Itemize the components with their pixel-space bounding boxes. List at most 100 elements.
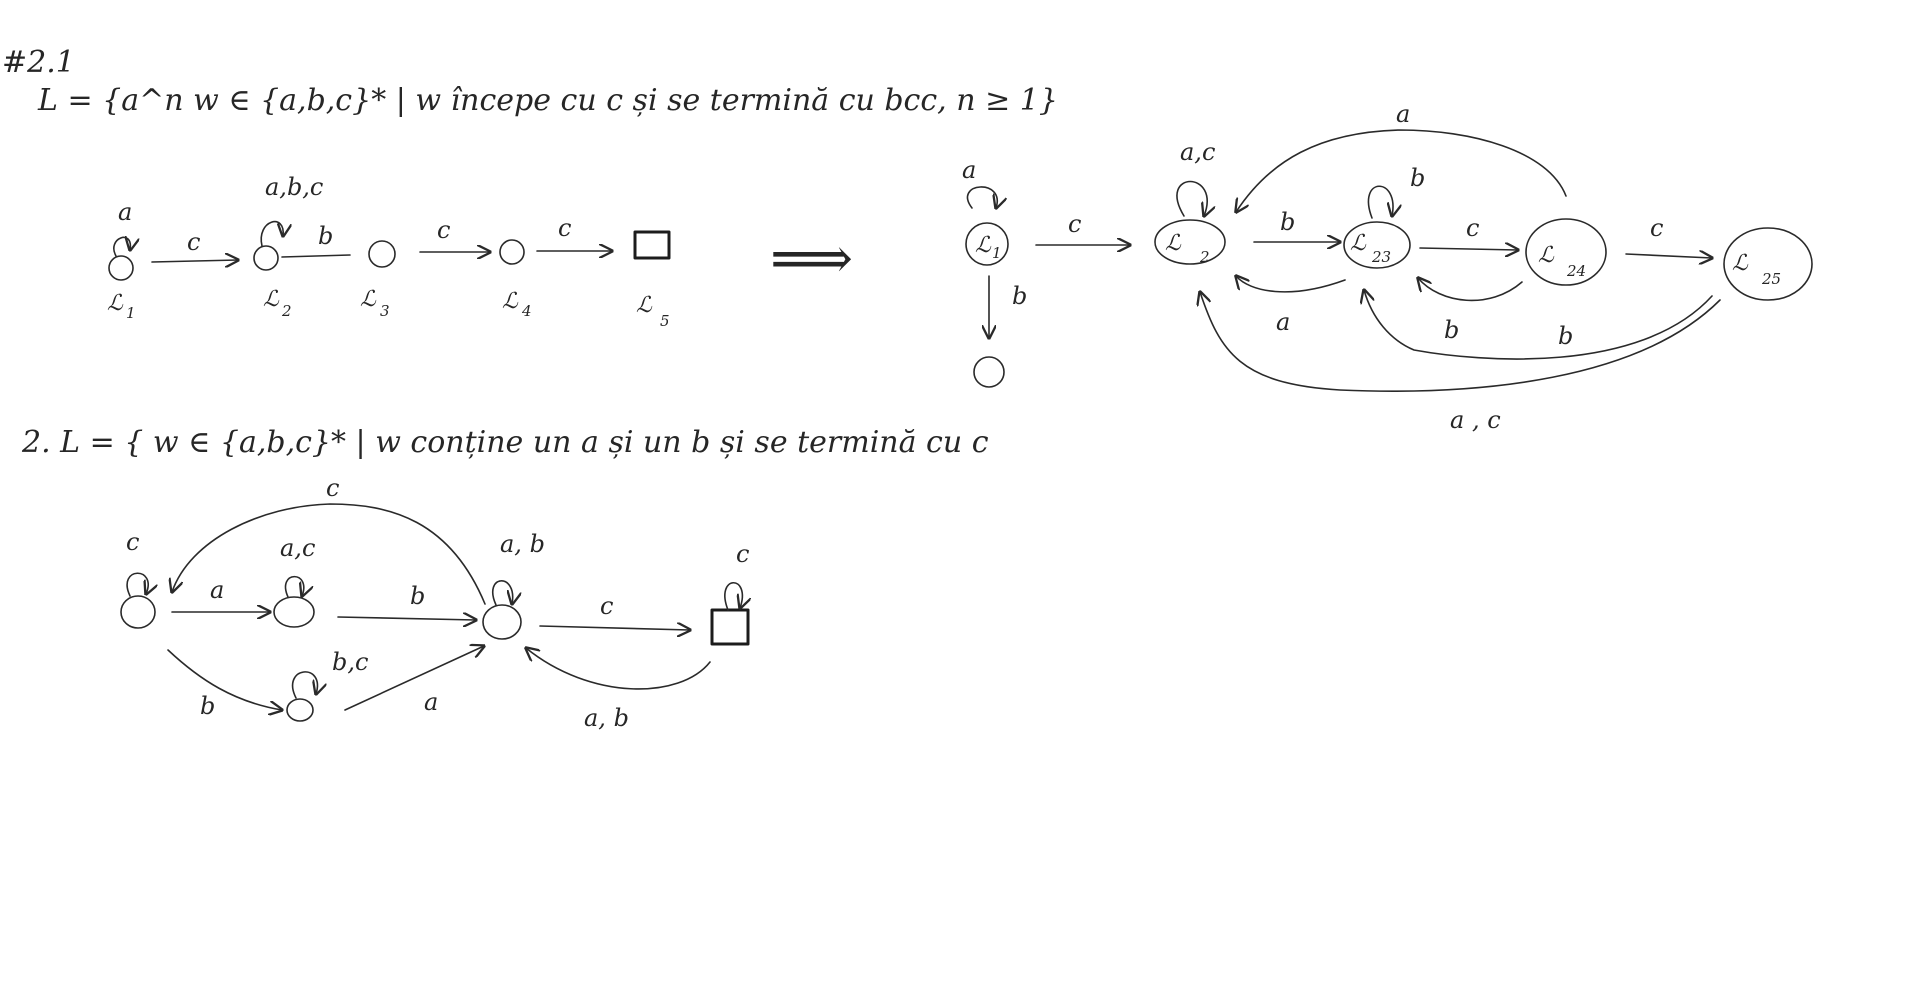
dfa2-edge-ab-start-label: c — [326, 474, 339, 502]
dfa2-loop-b-label: b,c — [332, 648, 368, 676]
dfa-loop-d2-label: a,c — [1180, 138, 1215, 166]
dfa2-edge-a-ab-label: b — [410, 582, 425, 610]
dfa-edge-d2-d3-label: b — [1280, 208, 1295, 236]
dfa-edge-d4-d2 — [1236, 129, 1567, 212]
dfa-edge-d3-d4-label: c — [1466, 214, 1479, 242]
dfa2-state-b — [286, 698, 314, 722]
dfa-state-3 — [1343, 221, 1411, 269]
dfa-state-1 — [965, 222, 1009, 266]
dfa2-edge-final-ab-label: a, b — [584, 704, 629, 732]
dfa-edge-d4-d5 — [1625, 254, 1712, 258]
svg-text:4: 4 — [521, 302, 532, 320]
dfa2-loop-a — [284, 575, 304, 597]
svg-text:ℒ: ℒ — [360, 287, 377, 312]
dfa2-loop-b — [291, 671, 318, 699]
nfa-edge-q1-q2-label: c — [187, 228, 200, 256]
dfa-state-2 — [1154, 219, 1226, 265]
exercise-label: #2.1 — [2, 45, 75, 80]
dfa2-edge-start-a-label: a — [210, 576, 224, 604]
svg-text:2: 2 — [281, 302, 292, 320]
dfa-loop-d3 — [1367, 185, 1393, 218]
svg-text:ℒ: ℒ — [107, 291, 124, 316]
dfa-state-3-name: ℒ 23 — [1350, 231, 1391, 266]
dfa-state-1-name: ℒ 1 — [975, 233, 1002, 262]
dfa2-loop-final — [724, 582, 743, 610]
svg-text:ℒ: ℒ — [1350, 231, 1367, 256]
dfa2-final-state — [710, 608, 750, 646]
nfa-edge-q2-q3-label: b — [318, 222, 333, 250]
nfa-state-1 — [108, 255, 134, 281]
dfa-edge-d1-d2-label: c — [1068, 210, 1081, 238]
dfa-edge-d3-d2 — [1236, 276, 1346, 293]
nfa-edge-q4-q5-label: c — [558, 214, 571, 242]
svg-text:ℒ: ℒ — [1538, 243, 1555, 268]
nfa-state-2-name: ℒ 2 — [263, 287, 292, 320]
dfa-edge-d5-d2 — [1200, 292, 1721, 392]
dfa2-loop-ab-label: a, b — [500, 530, 545, 558]
svg-text:5: 5 — [660, 312, 670, 330]
nfa-loop-q2-label: a,b,c — [265, 173, 323, 201]
nfa-state-1-name: ℒ 1 — [107, 291, 136, 322]
dfa-state-5 — [1723, 227, 1813, 301]
dfa-state-4 — [1525, 218, 1607, 286]
dfa-loop-d2 — [1176, 180, 1207, 217]
svg-text:ℒ: ℒ — [263, 287, 280, 312]
dfa2-state-ab — [482, 604, 522, 640]
dfa-dead-state — [973, 356, 1005, 388]
dfa-edge-d5-d3-label: b — [1558, 322, 1573, 350]
dfa2-loop-a-label: a,c — [280, 534, 315, 562]
dfa-loop-d3-label: b — [1410, 164, 1425, 192]
nfa-edge-q1-q2 — [151, 260, 238, 262]
dfa2-loop-start-label: c — [126, 528, 139, 556]
dfa-edge-d4-d3 — [1418, 278, 1523, 302]
nfa-state-3-name: ℒ 3 — [360, 287, 390, 320]
dfa2-loop-ab — [491, 580, 513, 605]
dfa2-edge-b-ab — [344, 646, 484, 711]
nfa-diagram: a a,b,c c b c c ℒ 1 ℒ 2 ℒ 3 ℒ 4 ℒ 5 — [107, 173, 671, 330]
svg-text:1: 1 — [992, 244, 1002, 262]
implies-arrow: ⟹ — [770, 224, 853, 292]
svg-text:24: 24 — [1566, 262, 1586, 280]
svg-text:ℒ: ℒ — [1732, 251, 1749, 276]
language-definition-2: 2. L = { w ∈ {a,b,c}* | w conține un a ș… — [21, 425, 989, 460]
dfa2-edge-ab-final-label: c — [600, 592, 613, 620]
dfa-edge-d1-dead-label: b — [1012, 282, 1027, 310]
dfa2-edge-b-ab-label: a — [424, 688, 438, 716]
nfa-edge-q2-q3 — [281, 254, 351, 258]
dfa2-edge-start-b-label: b — [200, 692, 215, 720]
dfa-edge-d5-d3 — [1364, 290, 1713, 360]
nfa-loop-q2 — [260, 220, 283, 247]
nfa-final-state-5 — [633, 230, 671, 260]
svg-text:ℒ: ℒ — [636, 293, 653, 318]
dfa-loop-d1 — [966, 186, 998, 208]
dfa-edge-d4-d2-label: a — [1396, 100, 1410, 128]
nfa-state-2 — [253, 245, 279, 271]
dfa2-edge-a-ab — [337, 617, 476, 620]
svg-text:2: 2 — [1199, 248, 1210, 266]
dfa2-edge-ab-final — [539, 626, 690, 630]
nfa-loop-q1-label: a — [118, 198, 132, 226]
dfa-edge-d3-d2-label: a — [1276, 308, 1290, 336]
dfa2-state-a — [273, 596, 315, 628]
nfa-state-4-name: ℒ 4 — [502, 289, 532, 320]
dfa2-edge-ab-start — [172, 503, 486, 605]
nfa-state-4 — [499, 239, 525, 265]
dfa-state-2-name: ℒ 2 — [1165, 231, 1210, 266]
svg-text:ℒ: ℒ — [502, 289, 519, 314]
dfa2-loop-final-label: c — [736, 540, 749, 568]
dfa-state-4-name: ℒ 24 — [1538, 243, 1586, 280]
dfa2-loop-start — [126, 572, 148, 596]
dfa-loop-d1-label: a — [962, 156, 976, 184]
svg-text:23: 23 — [1371, 248, 1391, 266]
svg-text:25: 25 — [1761, 270, 1781, 288]
dfa-diagram: ℒ 1 ℒ 2 ℒ 23 ℒ 24 ℒ 25 a a,c b c — [962, 100, 1813, 434]
nfa-state-5-name: ℒ 5 — [636, 293, 670, 330]
nfa-loop-q1 — [113, 237, 131, 257]
language-definition-1: L = {a^n w ∈ {a,b,c}* | w începe cu c și… — [37, 83, 1058, 118]
dfa-edge-d3-d4 — [1419, 248, 1518, 250]
dfa-edge-d5-d2-label: a , c — [1450, 406, 1501, 434]
dfa2-state-start — [120, 595, 156, 629]
dfa2-diagram: c a,c b,c a, b c a b b a c a, b c — [120, 474, 750, 732]
nfa-state-3 — [368, 240, 396, 268]
